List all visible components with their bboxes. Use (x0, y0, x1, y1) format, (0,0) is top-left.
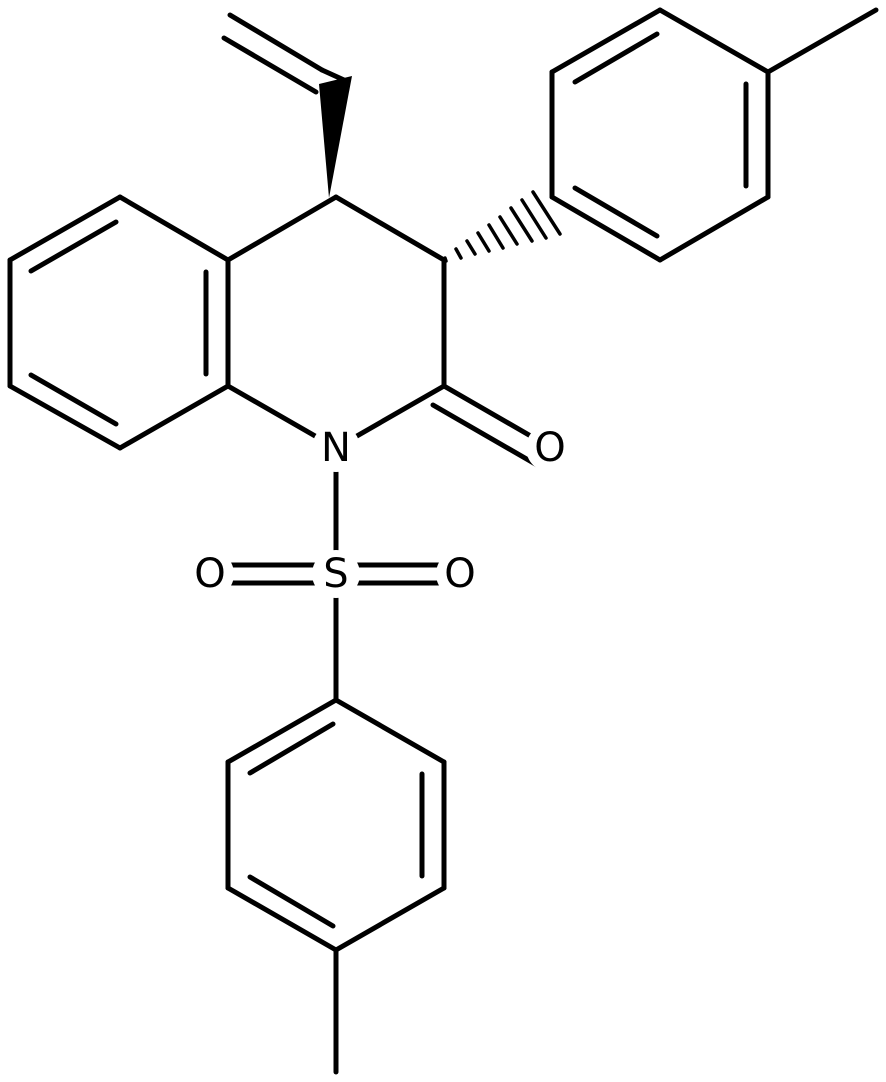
sulfonyl-oxygen-left-background (186, 550, 234, 598)
carbonyl-oxygen-background (526, 424, 574, 472)
hash-bond-c3-tolyl (443, 190, 562, 263)
bond-c8-c7 (7, 383, 123, 451)
aromatic-inner-c6-c5 (28, 219, 119, 274)
hash-line (487, 223, 505, 250)
hash-line (465, 239, 477, 256)
sulfonyl-oxygen-right-background (436, 550, 484, 598)
atom-labels: N S O O O (186, 424, 574, 598)
carbonyl-double-bond-b (430, 402, 540, 468)
tosyl-bond-4 (225, 885, 339, 953)
tolyl-aromatic-inner-1 (572, 185, 660, 239)
p-tolyl-ring-upper (549, 7, 879, 263)
wedge-bond-c4-vinyl (319, 76, 352, 198)
tolyl-bond-5 (549, 7, 663, 75)
nitrogen-label-background (312, 424, 360, 472)
hash-line (531, 190, 562, 236)
tosyl-bond-3 (333, 885, 447, 953)
tosyl-bond-6 (225, 697, 339, 765)
hash-line (509, 206, 534, 243)
aromatic-inner-c8-c7 (28, 372, 119, 427)
sulfonyl-oxygen-left-label: O (194, 551, 225, 597)
bond-c4a-c4 (225, 194, 339, 263)
vinyl-group (221, 12, 352, 198)
tolyl-aromatic-inner-3 (572, 31, 660, 85)
bond-c4-c3 (333, 194, 447, 263)
bond-c8a-c8 (117, 383, 231, 451)
benzo-ring (7, 194, 231, 451)
hash-line (520, 198, 548, 240)
lactam-ring (225, 194, 551, 468)
nitrogen-label: N (321, 425, 351, 471)
hash-line (476, 231, 491, 253)
vinyl-double-bond-outer (227, 12, 325, 73)
tosyl-aromatic-inner-3 (247, 721, 336, 776)
tosyl-bond-1 (333, 697, 447, 765)
carbonyl-oxygen-label: O (534, 425, 565, 471)
sulfur-label: S (323, 551, 348, 597)
tolyl-bond-1 (549, 194, 663, 263)
hash-line (454, 247, 463, 260)
tosyl-ring (225, 697, 447, 1075)
bond-c6-c5 (7, 194, 123, 263)
hash-line (443, 256, 448, 263)
tosyl-aromatic-inner-2 (247, 874, 336, 929)
vinyl-double-bond-inner (221, 35, 319, 95)
hash-line (498, 215, 519, 246)
sulfur-label-background (312, 550, 360, 598)
sulfonyl-oxygen-right-label: O (444, 551, 475, 597)
vinyl-single-bond (319, 67, 347, 83)
tolyl-bond-2 (657, 194, 771, 263)
tolyl-bond-4 (657, 7, 771, 75)
bond-c5-c4a (117, 194, 231, 263)
tolyl-methyl-bond (765, 7, 879, 75)
